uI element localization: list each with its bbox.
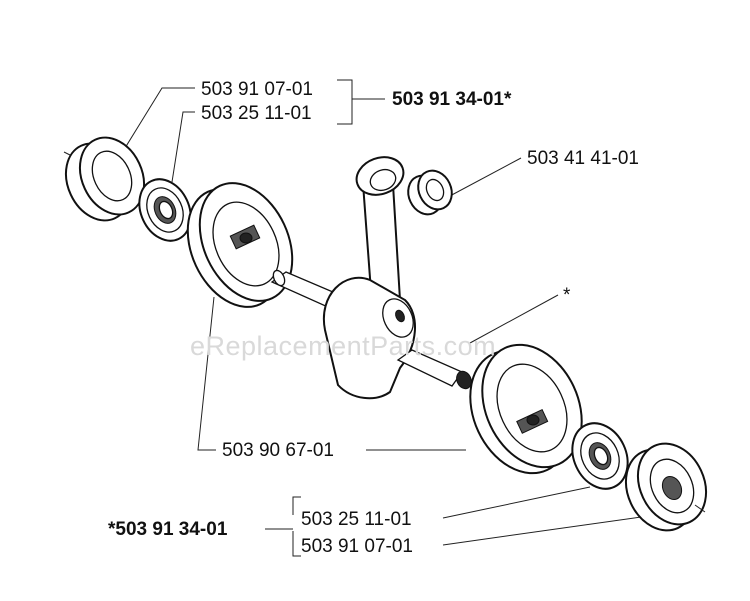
label-ball-bearing-top: 503 25 11-01 xyxy=(201,103,312,124)
label-bearing-housing-bottom: 503 91 07-01 xyxy=(301,536,413,557)
watermark-text: eReplacementParts.com xyxy=(190,331,497,361)
label-needle-bearing: 503 41 41-01 xyxy=(527,148,639,169)
bearing-housing-top xyxy=(63,136,146,222)
label-bearing-housing-top: 503 91 07-01 xyxy=(201,79,313,100)
label-kit-bottom: *503 91 34-01 xyxy=(108,519,228,540)
crank-half-left xyxy=(186,182,294,308)
label-kit-top: 503 91 34-01* xyxy=(392,89,512,110)
leader-lines xyxy=(124,79,649,557)
label-ball-bearing-bottom: 503 25 11-01 xyxy=(301,509,412,530)
crankshaft xyxy=(270,156,472,400)
needle-bearing xyxy=(407,169,453,216)
ball-bearing-bottom xyxy=(571,422,629,490)
ball-bearing-top xyxy=(138,178,192,242)
label-crankshaft-half: 503 90 67-01 xyxy=(222,440,334,461)
bearing-housing-bottom xyxy=(624,442,708,532)
label-asterisk: * xyxy=(563,285,571,306)
crank-half-right xyxy=(469,343,583,475)
